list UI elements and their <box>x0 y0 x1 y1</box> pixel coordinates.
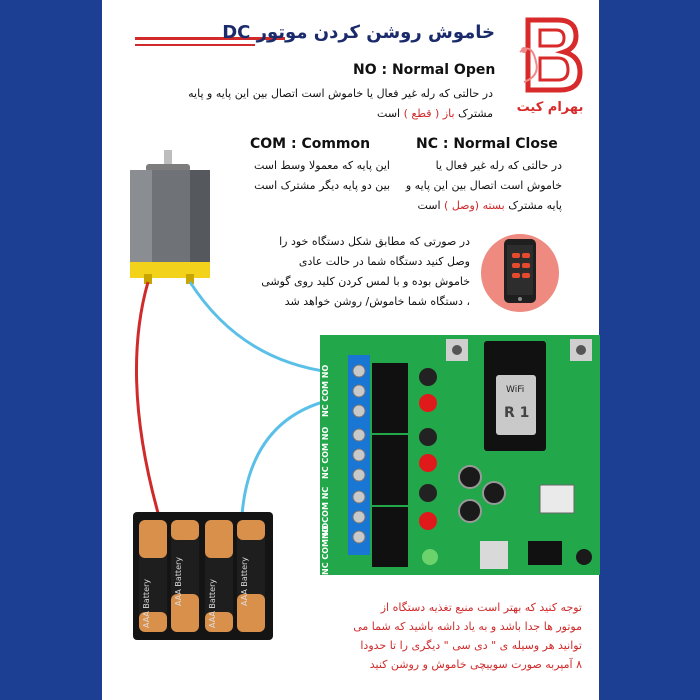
terminal-label-mid: NC COM NO <box>321 426 330 479</box>
brand-name: بهرام کیت <box>516 100 584 115</box>
battery-label-2: AAA Battery <box>174 556 183 606</box>
logo-mark-icon <box>519 17 583 93</box>
nc-heading: NC : Normal Close <box>416 136 558 152</box>
page-title: خاموش روشن کردن موتور DC <box>222 22 495 43</box>
nc-state-highlight: بسته (وصل ) <box>444 199 505 212</box>
title-decoration-line <box>135 37 285 40</box>
no-line-2: مشترک باز ( قطع ) است <box>377 107 493 120</box>
nc-line-3: پایه مشترک بسته (وصل ) است <box>417 199 562 212</box>
nc-line-1: در حالتی که رله غیر فعال یا <box>435 159 562 172</box>
instruction-line: در صورتی که مطابق شکل دستگاه خود را <box>279 235 470 248</box>
no-line-1: در حالتی که رله غیر فعال یا خاموش است ات… <box>188 87 493 100</box>
no-state-highlight: باز ( قطع ) <box>403 107 455 120</box>
nc-line-2: خاموش است اتصال بین این پایه و <box>405 179 562 192</box>
com-description: این پایه که معمولا وسط است بین دو پایه د… <box>228 156 390 196</box>
note-line: ۸ آمپربه صورت سوییچی خاموش و روشن کنید <box>369 658 582 671</box>
brand-logo: بهرام کیت <box>510 12 590 122</box>
note-line: توانید هر وسیله ی " دی سی " دیگری را تا … <box>360 639 582 652</box>
com-line-1: این پایه که معمولا وسط است <box>253 159 390 172</box>
smartphone-remote-icon <box>480 233 560 313</box>
instruction-line: وصل کنید دستگاه شما در حالت عادی <box>298 255 470 268</box>
battery-label-1: AAA Battery <box>142 578 151 628</box>
power-note: توجه کنید که بهتر است منبع تغذیه دستگاه … <box>300 598 582 674</box>
battery-label-4: AAA Battery <box>240 556 249 606</box>
title-row: خاموش روشن کردن موتور DC <box>135 22 495 54</box>
instruction-line: ، دستگاه شما خاموش/ روشن خواهد شد <box>284 295 470 308</box>
wifi-label: WiFi <box>506 385 525 395</box>
com-line-2: بین دو پایه دیگر مشترک است <box>254 179 390 192</box>
wifi-relay-board: WiFi R 1 NC COM NO NC COM NO NO COM NC N… <box>320 335 600 575</box>
module-label: R 1 <box>504 405 530 421</box>
terminal-label-top: NC COM NO <box>321 364 330 417</box>
no-description: در حالتی که رله غیر فعال یا خاموش است ات… <box>150 84 493 124</box>
no-heading: NO : Normal Open <box>353 62 496 78</box>
aaa-battery-pack: AAA Battery AAA Battery AAA Battery AAA … <box>133 512 273 640</box>
instructions-text: در صورتی که مطابق شکل دستگاه خود را وصل … <box>240 232 470 312</box>
note-line: موتور ها جدا باشد و به یاد داشه باشید که… <box>353 620 582 633</box>
dc-motor-icon <box>128 150 213 285</box>
note-line: توجه کنید که بهتر است منبع تغذیه دستگاه … <box>380 601 582 614</box>
com-heading: COM : Common <box>250 136 371 152</box>
nc-description: در حالتی که رله غیر فعال یا خاموش است ات… <box>400 156 562 216</box>
battery-label-3: AAA Battery <box>208 578 217 628</box>
instruction-line: خاموش بوده و با لمس کردن کلید روی گوشی <box>261 275 470 288</box>
title-decoration-line <box>135 44 255 46</box>
terminal-label-bottom: NC COM NO <box>321 522 330 575</box>
